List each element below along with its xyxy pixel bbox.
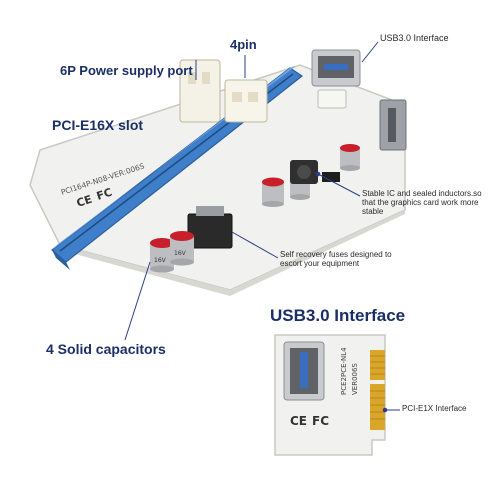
label-pcie16x-slot: PCI-E16X slot [52,117,144,133]
capacitor-2 [262,177,284,207]
label-power-port: 6P Power supply port [60,63,193,78]
svg-text:16V: 16V [174,250,187,257]
label-four-pin: 4pin [230,37,257,52]
power-pin-4 [248,92,258,102]
label-fuses: Self recovery fuses designed to escort y… [280,250,392,268]
power-pin-3 [232,92,242,102]
capacitor-1 [340,144,360,171]
label-usb-interface-big: USB3.0 Interface [270,306,406,325]
side-connector [379,99,407,151]
power-housing-front [224,79,268,123]
small-header-connector [317,89,347,109]
capacitor-group-bottom: 16V 16V [150,231,194,273]
adapter-marking-2: VER006S [351,363,359,395]
inductor [290,160,318,184]
svg-text:16V: 16V [154,257,167,264]
slot-latch [52,250,70,270]
adapter-fc-mark: FC [312,414,329,428]
gold-fingers-lower [370,384,385,430]
label-stable-ic: Stable IC and sealed inductors.so that t… [362,189,482,216]
pcie1x-adapter-board: PCE2PCE-NL4 VER006S CE FC [274,334,386,456]
leader-usb-top [361,41,379,63]
ic-chip-small [322,172,340,182]
ic-chip-regulator [187,213,233,249]
ic-chip-regulator-tab [196,206,224,216]
capacitor-5: 16V [170,231,194,266]
adapter-ce-mark: CE [290,414,307,428]
label-capacitors: 4 Solid capacitors [46,341,166,357]
leader-fuses [231,231,279,259]
leader-stable-ic [317,173,361,197]
gold-fingers-upper [370,350,385,380]
fc-mark: FC [95,186,114,203]
label-usb-interface-top: USB3.0 Interface [380,33,449,43]
usb-port-top [311,49,361,87]
power-connector [179,59,268,123]
leader-capacitors [124,261,151,341]
leader-lines [124,41,400,413]
power-pin-1 [188,72,196,84]
power-pin-2 [202,72,210,84]
usb-port-top-tongue [324,64,348,70]
adapter-marking-1: PCE2PCE-NL4 [340,347,348,395]
ce-mark: CE [75,193,94,210]
side-connector-slot [388,108,396,142]
usb-port-bottom [283,341,325,401]
label-pcie1x: PCI-E1X Interface [402,404,467,413]
